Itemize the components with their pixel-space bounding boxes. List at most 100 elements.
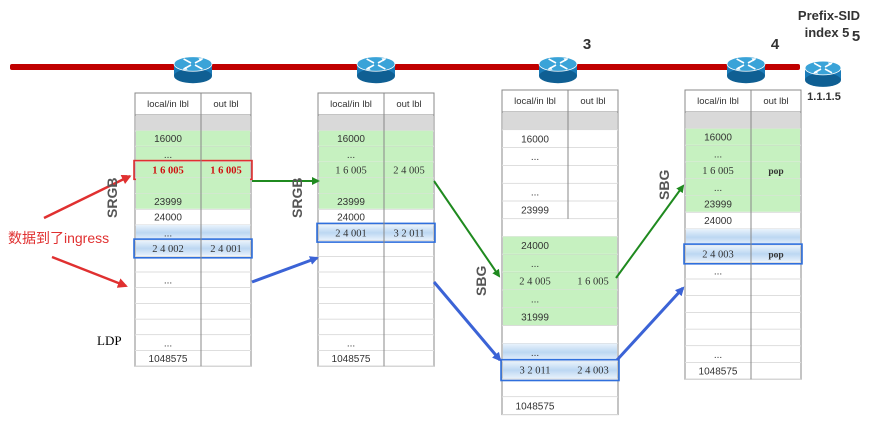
table-row: 1048575 — [318, 354, 434, 367]
in-label-cell: 1048575 — [332, 354, 371, 365]
table-row: 1048575 — [685, 366, 801, 380]
prefix-sid-title: Prefix-SID — [798, 8, 860, 23]
table-row: ... — [135, 224, 251, 242]
table-row — [502, 112, 618, 131]
sbg-label-3: SBG — [473, 266, 489, 296]
table-row: 31999 — [502, 307, 618, 327]
red-arrow-to-ldp — [51, 255, 128, 288]
router-icon — [356, 56, 396, 84]
in-label-cell: ... — [164, 228, 172, 239]
in-label-cell: 1048575 — [699, 366, 738, 377]
in-label-cell: 23999 — [521, 206, 549, 217]
label-table-2: local/in lbl out lbl 16000... 1 6 005 2 4 00… — [316, 92, 436, 367]
in-label-cell: ... — [531, 348, 539, 359]
in-label-cell: 16000 — [704, 133, 732, 144]
in-label-cell: 2 4 002 — [152, 244, 184, 255]
router-icon — [173, 56, 213, 84]
column-header-out: out lbl — [763, 96, 788, 107]
table-row: ... — [135, 338, 251, 351]
table-row — [318, 115, 434, 132]
table-row — [318, 177, 434, 194]
blue-arrow-t1-t2 — [251, 256, 319, 284]
table-row: ... — [502, 254, 618, 273]
router-number-label: 3 — [583, 36, 591, 53]
in-label-cell: 23999 — [337, 197, 365, 208]
table-row: 24000 — [502, 236, 618, 255]
in-label-cell: ... — [164, 338, 172, 349]
blue-highlight-box — [683, 243, 803, 265]
in-label-cell: ... — [531, 152, 539, 163]
out-label-cell: 2 4 001 — [210, 244, 242, 255]
out-label-cell: 3 2 011 — [393, 228, 424, 239]
blue-arrow-t3-t4 — [615, 286, 685, 362]
out-label-cell: 1 6 005 — [210, 166, 242, 177]
out-label-cell: 2 4 005 — [393, 166, 425, 177]
in-label-cell: ... — [531, 259, 539, 270]
in-label-cell: 1 6 005 — [702, 166, 734, 177]
table-row: ... — [502, 290, 618, 309]
in-label-cell: ... — [164, 150, 172, 161]
table-row: ... — [135, 146, 251, 163]
table-row: 2 4 002 2 4 001 — [133, 238, 253, 259]
in-label-cell: 2 4 003 — [702, 250, 734, 261]
sbg-label-4: SBG — [656, 170, 672, 200]
in-label-cell: 1 6 005 — [152, 166, 184, 177]
table-row: 23999 — [135, 193, 251, 210]
column-header-in: local/in lbl — [330, 99, 372, 110]
in-label-cell: ... — [714, 149, 722, 160]
red-arrow-to-srgb — [43, 174, 132, 220]
table-row: ... — [685, 178, 801, 196]
router-icon: 3 — [538, 36, 591, 84]
in-label-cell: 16000 — [337, 134, 365, 145]
in-label-cell: 2 4 005 — [519, 277, 551, 288]
in-label-cell: 1048575 — [516, 401, 555, 412]
network-link — [10, 64, 800, 70]
in-label-cell: ... — [714, 183, 722, 194]
table-row: ... — [685, 145, 801, 163]
column-header-in: local/in lbl — [147, 99, 189, 110]
out-label-cell: 2 4 003 — [577, 366, 609, 377]
table-row — [135, 177, 251, 194]
table-row: ... — [318, 338, 434, 351]
table-row: ... — [502, 188, 618, 202]
table-row — [685, 112, 801, 130]
node-address: 1.1.1.5 — [807, 91, 841, 103]
column-header-out: out lbl — [396, 99, 421, 110]
table-row: ... — [318, 146, 434, 163]
in-label-cell: 23999 — [154, 197, 182, 208]
in-label-cell: ... — [531, 188, 539, 199]
ingress-note: 数据到了ingress — [8, 230, 109, 246]
in-label-cell: ... — [714, 350, 722, 361]
in-label-cell: ... — [531, 295, 539, 306]
out-label-cell: pop — [768, 167, 783, 177]
in-label-cell: 24000 — [521, 241, 549, 252]
prefix-sid-index: index 5 — [805, 25, 850, 40]
column-header-in: local/in lbl — [697, 96, 739, 107]
table-row: 23999 — [502, 206, 618, 220]
table-row: 16000 — [502, 134, 618, 149]
table-row: ... — [135, 275, 251, 289]
in-label-cell: ... — [347, 338, 355, 349]
table-row — [685, 228, 801, 247]
column-header-out: out lbl — [213, 99, 238, 110]
in-label-cell: 1 6 005 — [335, 166, 367, 177]
label-table-4: local/in lbl out lbl 16000... 1 6 005 pop...… — [683, 89, 803, 380]
table-row: 16000 — [135, 130, 251, 147]
table-row: ... — [685, 350, 801, 363]
table-row: 1 6 005 2 4 005 — [318, 162, 434, 179]
in-label-cell: 31999 — [521, 312, 549, 323]
blue-arrow-t2-t3 — [432, 281, 502, 362]
router-icon: 4 — [726, 36, 780, 84]
label-table-1: local/in lbl out lbl 16000... 1 6 005 1 6 00… — [133, 92, 253, 367]
column-header-out: out lbl — [580, 96, 605, 107]
table-row: ... — [685, 266, 801, 280]
in-label-cell: 24000 — [154, 213, 182, 224]
in-label-cell: 16000 — [154, 134, 182, 145]
ldp-label: LDP — [97, 333, 122, 348]
